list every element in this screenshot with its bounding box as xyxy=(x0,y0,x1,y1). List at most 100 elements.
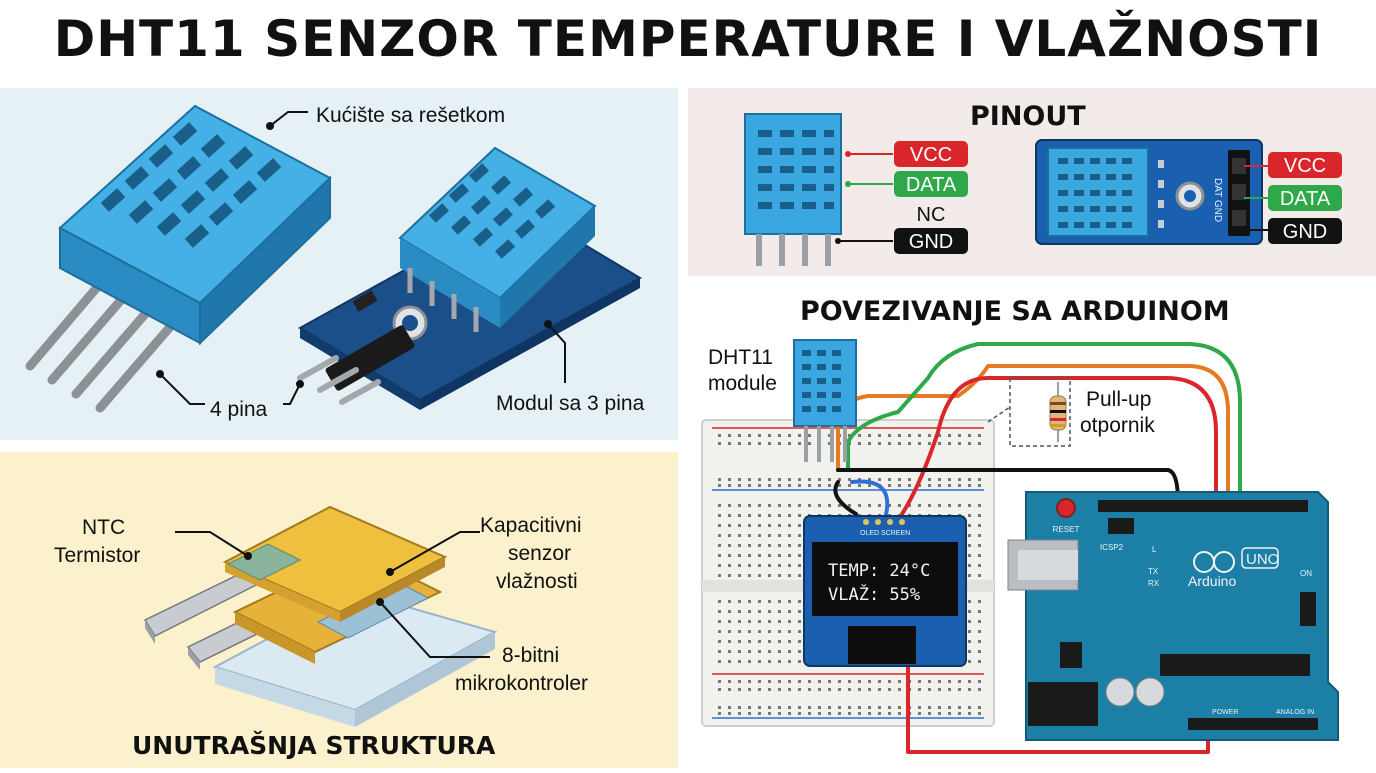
breadboard-hole xyxy=(868,478,871,481)
breadboard-hole xyxy=(728,434,731,437)
oled-header: OLED SCREEN xyxy=(860,530,910,537)
breadboard-hole xyxy=(778,574,781,577)
breadboard-hole xyxy=(718,484,721,487)
breadboard-hole xyxy=(888,504,891,507)
breadboard-hole xyxy=(778,680,781,683)
label-housing: Kućište sa rešetkom xyxy=(316,104,505,127)
breadboard-hole xyxy=(928,688,931,691)
breadboard-hole xyxy=(758,660,761,663)
breadboard-hole xyxy=(838,478,841,481)
breadboard-hole xyxy=(758,544,761,547)
breadboard-hole xyxy=(778,610,781,613)
breadboard-hole xyxy=(768,600,771,603)
breadboard-hole xyxy=(878,712,881,715)
internal-structure-illustration: NTC Termistor Kapacitivni senzor vlažnos… xyxy=(54,505,588,760)
breadboard-hole xyxy=(788,688,791,691)
breadboard-hole xyxy=(748,640,751,643)
breadboard-hole xyxy=(898,688,901,691)
breadboard-hole xyxy=(728,620,731,623)
label-capacitive-line3: vlažnosti xyxy=(496,570,578,593)
breadboard-hole xyxy=(948,504,951,507)
breadboard-hole xyxy=(758,504,761,507)
module-silk-label: DAT GND xyxy=(1212,178,1223,222)
arduino-uno xyxy=(1007,491,1339,741)
breadboard-hole xyxy=(718,514,721,517)
breadboard-hole xyxy=(798,442,801,445)
breadboard-hole xyxy=(758,706,761,709)
breadboard-hole xyxy=(728,630,731,633)
breadboard-hole xyxy=(918,712,921,715)
breadboard-hole xyxy=(968,534,971,537)
breadboard-hole xyxy=(978,442,981,445)
label-four-pins: 4 pina xyxy=(210,398,268,421)
breadboard-hole xyxy=(958,478,961,481)
dht11-sensor-body xyxy=(58,104,332,346)
breadboard-hole xyxy=(798,620,801,623)
breadboard-hole xyxy=(798,680,801,683)
breadboard-hole xyxy=(808,688,811,691)
breadboard-hole xyxy=(788,620,791,623)
breadboard-hole xyxy=(968,712,971,715)
module-pin-tag-gnd xyxy=(1268,218,1342,244)
breadboard-hole xyxy=(918,504,921,507)
breadboard-hole xyxy=(728,484,731,487)
breadboard-hole xyxy=(728,554,731,557)
breadboard-hole xyxy=(958,504,961,507)
breadboard-hole xyxy=(718,610,721,613)
breadboard-hole xyxy=(838,706,841,709)
breadboard-hole xyxy=(738,630,741,633)
breadboard-hole xyxy=(978,434,981,437)
breadboard-hole xyxy=(758,630,761,633)
breadboard-hole xyxy=(928,478,931,481)
breadboard-hole xyxy=(788,706,791,709)
breadboard-hole xyxy=(718,504,721,507)
breadboard-hole xyxy=(818,688,821,691)
breadboard-hole xyxy=(768,620,771,623)
breadboard-hole xyxy=(738,478,741,481)
breadboard-hole xyxy=(968,574,971,577)
breadboard-hole xyxy=(778,524,781,527)
breadboard-hole xyxy=(748,600,751,603)
breadboard-hole xyxy=(838,680,841,683)
breadboard-hole xyxy=(958,434,961,437)
breadboard-hole xyxy=(748,650,751,653)
breadboard-hole xyxy=(738,620,741,623)
l-label: L xyxy=(1152,545,1157,554)
breadboard-hole xyxy=(718,442,721,445)
breadboard-hole xyxy=(758,534,761,537)
rx-label: RX xyxy=(1148,579,1160,588)
breadboard-hole xyxy=(738,534,741,537)
breadboard-hole xyxy=(878,688,881,691)
arduino-brand: Arduino xyxy=(1188,573,1236,589)
breadboard-hole xyxy=(768,554,771,557)
breadboard-hole xyxy=(808,680,811,683)
breadboard-hole xyxy=(718,554,721,557)
breadboard-hole xyxy=(958,442,961,445)
breadboard-hole xyxy=(978,564,981,567)
breadboard-hole xyxy=(968,600,971,603)
breadboard-hole xyxy=(768,706,771,709)
breadboard-hole xyxy=(808,434,811,437)
breadboard-hole xyxy=(788,544,791,547)
breadboard-hole xyxy=(928,706,931,709)
breadboard-hole xyxy=(838,484,841,487)
breadboard-hole xyxy=(898,706,901,709)
breadboard-hole xyxy=(978,554,981,557)
breadboard-hole xyxy=(798,514,801,517)
breadboard-hole xyxy=(758,524,761,527)
breadboard-hole xyxy=(718,564,721,567)
breadboard-hole xyxy=(978,680,981,683)
module-pin-label-vcc: VCC xyxy=(1284,155,1326,177)
pinout-panel: PINOUT VCC DATA NC GND xyxy=(688,88,1376,276)
breadboard-hole xyxy=(788,680,791,683)
breadboard-hole xyxy=(718,680,721,683)
breadboard-hole xyxy=(788,554,791,557)
breadboard-hole xyxy=(778,504,781,507)
breadboard-hole xyxy=(798,544,801,547)
breadboard-hole xyxy=(798,706,801,709)
breadboard-hole xyxy=(928,504,931,507)
breadboard-hole xyxy=(858,712,861,715)
breadboard-hole xyxy=(898,504,901,507)
breadboard-hole xyxy=(958,680,961,683)
breadboard-hole xyxy=(888,680,891,683)
